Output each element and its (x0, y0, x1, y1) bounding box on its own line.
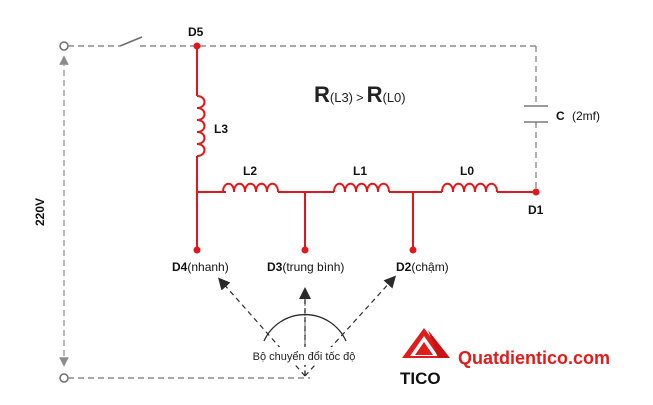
node-d2-label: D2(chậm) (396, 260, 449, 274)
coil-l2 (222, 182, 279, 193)
node-d1-dot (532, 188, 540, 196)
coil-l1 (333, 182, 390, 193)
coil-l1-label: L1 (353, 164, 367, 178)
selector-label-bg (240, 347, 368, 365)
capacitor-label: C (2mf) (556, 109, 600, 123)
coil-l0 (441, 182, 498, 193)
tico-logo-mark (402, 328, 450, 358)
motor-winding-circuit (196, 46, 536, 250)
tico-logo: TICO (400, 328, 450, 388)
coil-l3 (196, 95, 206, 157)
node-d5-label: D5 (188, 25, 204, 39)
node-d3-dot (301, 246, 309, 254)
top-terminal (59, 41, 69, 51)
node-d5-dot (193, 42, 201, 50)
speed-selector: Bộ chuyển đổi tốc độ (218, 275, 397, 377)
bottom-terminal (59, 373, 69, 383)
node-d3-label: D3(trung bình) (267, 260, 344, 274)
node-d4-dot (193, 246, 201, 254)
selector-label: Bộ chuyển đổi tốc độ (253, 351, 356, 363)
voltage-label: 220V (33, 198, 47, 226)
node-d2-dot (409, 246, 417, 254)
coil-l0-label: L0 (460, 164, 474, 178)
website-link[interactable]: Quatdientico.com (458, 348, 610, 368)
node-dots (193, 42, 540, 254)
tico-logo-text: TICO (400, 369, 441, 388)
supply-wiring (68, 45, 537, 379)
main-switch-contact[interactable] (119, 36, 143, 47)
node-d4-label: D4(nhanh) (172, 260, 229, 274)
selector-arc (263, 313, 347, 342)
node-d1-label: D1 (528, 203, 544, 217)
coil-l3-label: L3 (214, 122, 228, 136)
capacitor-symbol (524, 105, 548, 123)
coil-l2-label: L2 (243, 164, 257, 178)
resistance-formula: R(L3)>R(L0) (314, 82, 406, 107)
